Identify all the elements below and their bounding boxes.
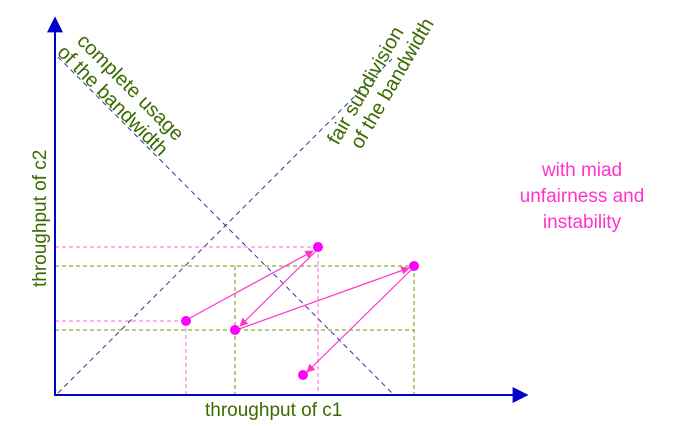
x-axis-label: throughput of c1 [205,400,342,421]
miad-annotation: with miad unfairness and instability [520,160,645,233]
annotation-line2: unfairness and [520,186,645,207]
trajectory-arrows [189,250,413,373]
full-usage-label: complete usage of the bandwidth [53,30,188,161]
y-axis-label: throughput of c2 [30,150,51,287]
full-usage-line [57,56,393,394]
state-point [230,325,240,335]
state-point [409,261,419,271]
state-point [298,370,308,380]
state-point [313,242,323,252]
annotation-line3: instability [543,212,622,233]
fair-share-label: fair subdivision of the bandwidth [323,14,438,152]
state-point [181,316,191,326]
fair-share-line [57,58,393,394]
annotation-line1: with miad [541,160,622,181]
magenta-guides [55,246,319,394]
